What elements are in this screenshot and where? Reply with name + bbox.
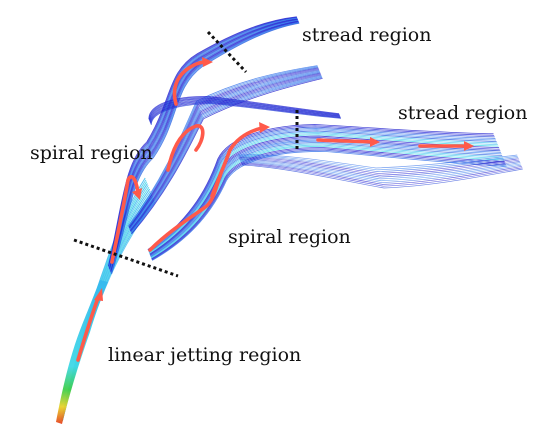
region-dividers xyxy=(73,30,299,278)
right-branch-line xyxy=(149,135,500,255)
right-fringe-line xyxy=(241,164,523,189)
right-fringe-line xyxy=(240,161,521,182)
right-branch-line xyxy=(147,124,494,250)
right-branch-line xyxy=(151,149,506,261)
mid-branch-line xyxy=(129,72,321,231)
mid-branch-line xyxy=(129,71,320,230)
right-fringe-line xyxy=(239,159,520,178)
upper-branch-line xyxy=(111,22,300,274)
arrowhead-right-1 xyxy=(370,137,380,147)
arrowhead-linear xyxy=(94,288,103,301)
mid-branch-line xyxy=(130,74,322,233)
right-branch-line xyxy=(149,134,499,255)
upper-branch-line xyxy=(111,22,300,275)
mid-branch-line xyxy=(129,72,321,232)
upper-branch-line xyxy=(108,16,297,267)
right-branch-line xyxy=(148,131,498,254)
trunk-line xyxy=(61,199,155,421)
right-branch-line xyxy=(151,148,506,260)
right-fringe-line xyxy=(240,161,522,183)
label-linear-jetting-region: linear jetting region xyxy=(108,344,302,366)
right-branch-line xyxy=(150,142,503,258)
mid-branch-line xyxy=(128,67,319,228)
trunk-line xyxy=(61,196,153,421)
arrowhead-spiral-left xyxy=(132,188,142,200)
right-branch-line xyxy=(151,147,505,260)
divider-linear xyxy=(73,238,179,278)
right-fringe-line xyxy=(238,156,519,172)
right-branch-line xyxy=(150,143,503,258)
swirl-loop-line xyxy=(149,99,341,123)
swirl-loop-line xyxy=(148,97,340,121)
label-spiral-region-left: spiral region xyxy=(30,142,153,164)
right-fringe-line xyxy=(240,160,521,180)
arrowhead-right-2 xyxy=(464,141,474,151)
mid-branch-line xyxy=(129,70,320,230)
swirl-loop-line xyxy=(150,101,341,124)
arrowhead-mid-rise xyxy=(259,122,270,133)
right-branch-line xyxy=(148,126,495,251)
trunk-line xyxy=(61,201,156,422)
right-fringe-line xyxy=(239,158,520,176)
label-stread-region-right: stread region xyxy=(398,102,528,124)
right-fringe-line xyxy=(241,163,523,187)
swirl-loop-line xyxy=(149,100,341,123)
mid-branch-line xyxy=(130,76,322,234)
mid-branch-line xyxy=(129,69,320,229)
swirl-loop-line xyxy=(148,96,340,120)
trunk-line xyxy=(61,194,153,421)
right-fringe-line xyxy=(239,157,519,174)
flow-arrow-upper xyxy=(172,60,208,106)
label-stread-region-top: stread region xyxy=(302,24,432,46)
right-branch-line xyxy=(150,144,504,259)
swirl-loop-line xyxy=(149,98,340,121)
flow-arrow-linear xyxy=(76,296,100,362)
swirl-loop-line xyxy=(150,102,341,125)
swirl-loop-line xyxy=(149,98,340,122)
right-fringe-line xyxy=(237,154,518,169)
mid-branch-line xyxy=(131,77,323,234)
right-branch-line xyxy=(147,125,495,251)
flow-arrow-mid-spiral xyxy=(148,174,222,252)
trunk-line xyxy=(61,197,154,421)
flow-arrow-spiral-left-up xyxy=(110,175,140,264)
right-branch-line xyxy=(148,129,496,253)
flow-arrow-right-1 xyxy=(316,138,374,144)
right-fringe-line xyxy=(241,162,522,185)
flow-arrows xyxy=(76,60,468,362)
flow-arrowheads xyxy=(94,57,474,301)
right-branch-line xyxy=(148,127,496,252)
flow-arrow-spiral-left-loop xyxy=(166,124,205,172)
swirl-loop-line xyxy=(148,96,340,120)
mid-branch-line xyxy=(130,73,321,232)
label-spiral-region-mid: spiral region xyxy=(228,226,351,248)
swirl-loop-line xyxy=(149,99,340,122)
mid-branch-line xyxy=(131,78,323,235)
right-branch-line xyxy=(148,130,497,253)
right-fringe-line xyxy=(238,155,518,171)
right-branch-line xyxy=(151,145,505,259)
right-branch-line xyxy=(149,133,498,254)
arrowhead-upper xyxy=(202,57,213,67)
mid-branch-line xyxy=(128,68,319,229)
swirl-loop-line xyxy=(150,101,341,124)
mid-branch-line xyxy=(130,75,322,233)
right-branch-line xyxy=(152,151,507,261)
swirl-loop-line xyxy=(150,103,341,126)
